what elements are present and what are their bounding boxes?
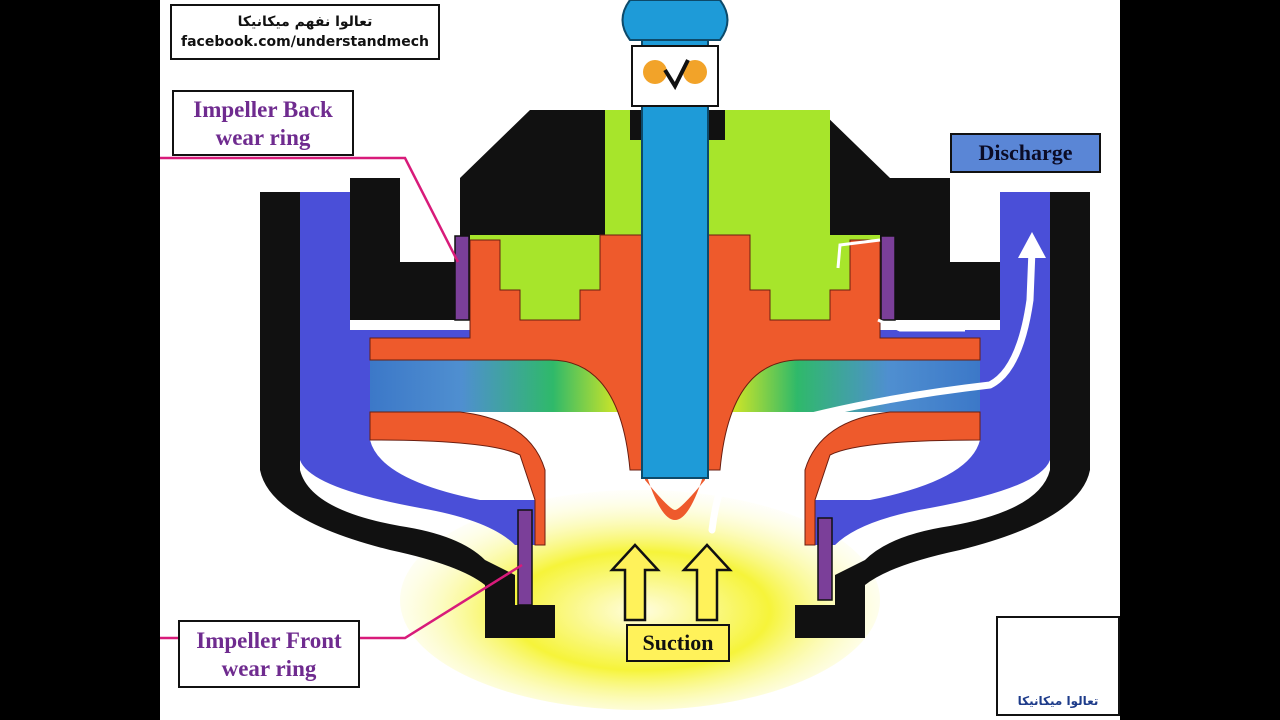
discharge-flow-arrow [708,246,1036,534]
suction-arrow-right [681,543,733,622]
credit-arabic: تعالوا نفهم ميكانيكا [237,14,373,30]
diagram-canvas: تعالوا نفهم ميكانيكا facebook.com/unders… [160,0,1120,720]
front-wear-ring-right[interactable] [817,517,833,601]
front-ring-label-line1: Impeller Front [196,628,342,653]
impeller-front-shroud-right [804,411,981,546]
channel-logo-text: تعالوا ميكانيكا [1017,694,1099,708]
credit-box: تعالوا نفهم ميكانيكا facebook.com/unders… [170,4,440,60]
back-wear-ring-left[interactable] [454,235,470,321]
recirculation-arrow-top [836,238,881,269]
front-wear-ring-label: Impeller Front wear ring [178,620,360,688]
volute-liquid-right [815,192,1050,545]
outer-casing-right [795,192,1090,638]
recirculation-arrow [877,318,965,332]
suction-arrow-left [609,543,661,622]
impeller-back-shroud [369,234,646,471]
pump-cross-section [160,0,1100,710]
logo-checkmark [663,59,690,91]
front-ring-label-line2: wear ring [221,656,317,681]
impeller-back-shroud-right [704,234,981,471]
volute-liquid [300,192,535,545]
front-wear-ring-left[interactable] [517,509,533,606]
outer-casing [260,192,555,638]
logo-face-right [683,60,707,84]
credit-url[interactable]: facebook.com/understandmech [180,34,429,50]
discharge-label: Discharge [950,133,1101,173]
back-wear-ring-right[interactable] [880,235,896,321]
back-ring-label-line2: wear ring [215,125,311,150]
shaft-top [621,0,729,41]
back-wear-ring-label: Impeller Back wear ring [172,90,354,156]
back-ring-leader [160,156,460,263]
logo-face-left [643,60,667,84]
suction-label: Suction [626,624,730,662]
impeller-eye [645,470,705,520]
channel-logo: تعالوا ميكانيكا [996,616,1120,716]
discharge-arrowhead [1018,232,1046,258]
impeller-front-shroud [369,411,546,546]
back-ring-label-line1: Impeller Back [193,97,333,122]
